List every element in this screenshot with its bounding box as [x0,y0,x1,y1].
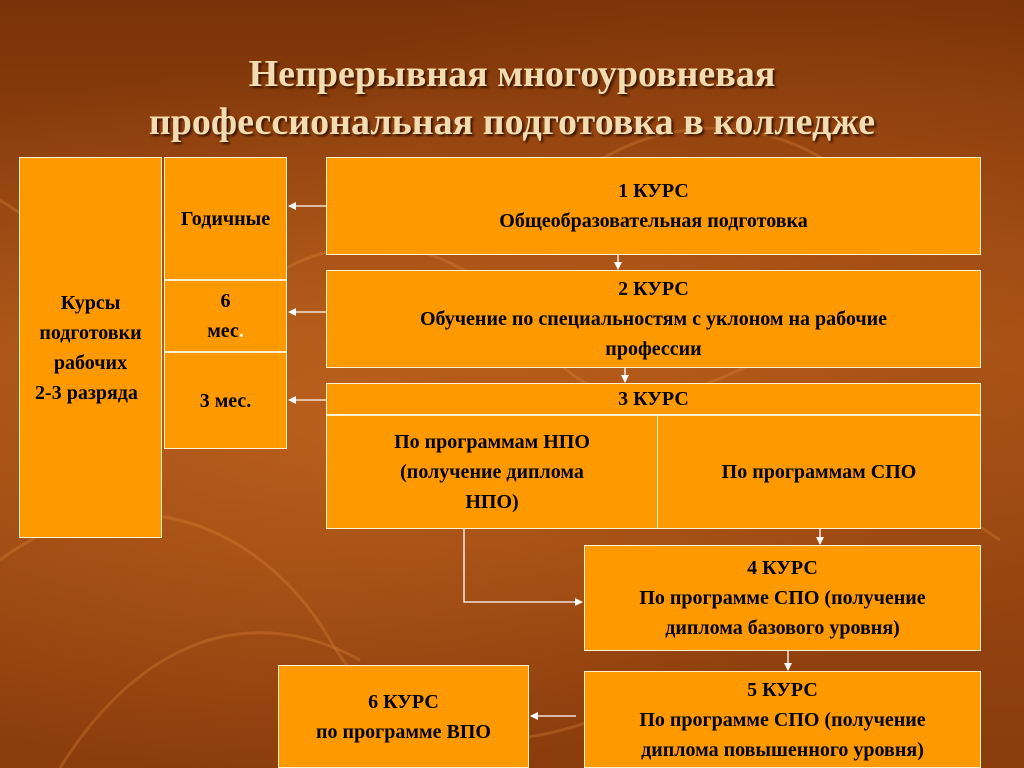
course-3-spo-label: По программам СПО [721,461,917,483]
worker-courses-line-4: 2-3 разряда [35,381,138,404]
course-3-npo-line-1: По программам НПО [394,431,590,453]
course-5-text-1: По программе СПО (получение [639,708,926,731]
worker-courses-line-2: подготовки [39,321,142,344]
course-4-title: 4 КУРС [747,557,818,579]
duration-six-months-box: 6 мес. [164,280,287,352]
duration-six-number: 6 [220,290,231,312]
worker-courses-line-3: рабочих [53,351,128,374]
duration-three-months-box: 3 мес. [164,352,287,449]
course-5-box: 5 КУРС По программе СПО (получение дипло… [584,671,981,768]
course-2-text-1: Обучение по специальностям с уклоном на … [419,308,888,330]
title-line-1: Непрерывная многоуровневая [248,53,776,95]
duration-year-label: Годичные [180,208,271,230]
duration-six-unit: мес. [207,320,244,342]
duration-three-label: 3 мес. [199,389,252,412]
course-2-text-2: профессии [605,338,702,360]
course-3-npo-box: По программам НПО (получение диплома НПО… [326,415,658,529]
course-3-npo-line-3: НПО) [465,491,519,513]
course-2-box: 2 КУРС Обучение по специальностям с укло… [326,270,981,368]
course-2-title: 2 КУРС [618,278,689,300]
course-3-header: 3 КУРС [326,383,981,415]
worker-courses-line-1: Курсы [60,291,121,314]
course-5-text-2: диплома повышенного уровня) [641,738,924,761]
title-line-2: профессиональная подготовка в колледже [148,101,876,143]
course-3-title: 3 КУРС [618,388,689,410]
course-1-box: 1 КУРС Общеобразовательная подготовка [326,157,981,255]
arrow-npo-to-course4 [463,529,583,606]
course-4-text-1: По программе СПО (получение [639,587,926,609]
page-title: Непрерывная многоуровневая профессиональ… [0,50,1024,146]
duration-year-box: Годичные [164,157,287,280]
course-1-title: 1 КУРС [618,180,689,202]
course-4-box: 4 КУРС По программе СПО (получение дипло… [584,545,981,651]
course-1-text: Общеобразовательная подготовка [499,210,808,232]
course-6-title: 6 КУРС [368,690,439,713]
course-5-title: 5 КУРС [747,678,818,701]
worker-courses-box: Курсы подготовки рабочих 2-3 разряда [19,157,162,538]
course-4-text-2: диплома базового уровня) [665,617,900,639]
course-6-box: 6 КУРС по программе ВПО [278,665,529,768]
course-3-spo-box: По программам СПО [657,415,981,529]
course-6-text: по программе ВПО [316,720,491,743]
course-3-npo-line-2: (получение диплома [400,461,584,483]
